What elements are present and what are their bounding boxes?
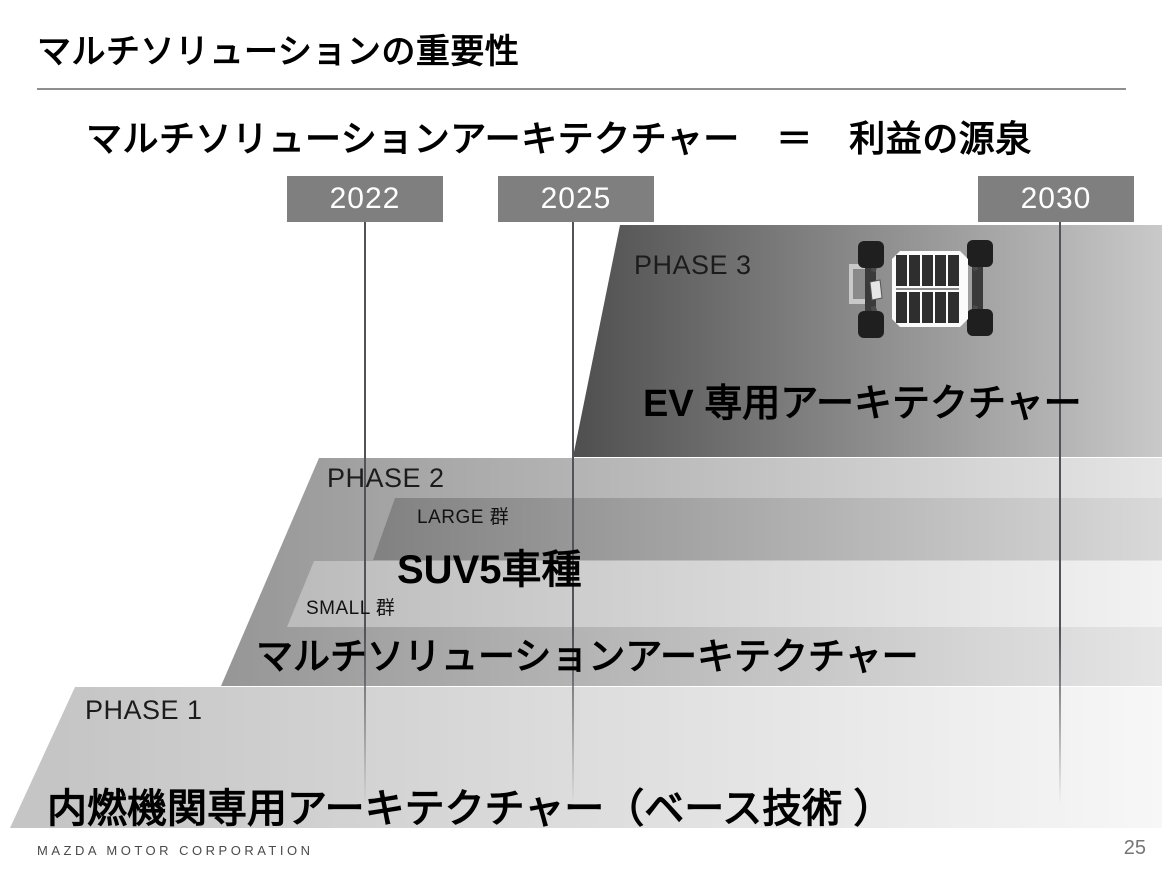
year-line-2022 — [364, 222, 366, 804]
large-group-title: SUV5車種 — [397, 548, 582, 592]
large-group-label: LARGE 群 — [417, 507, 510, 528]
phase1-band — [10, 687, 1162, 828]
phase3-title: EV 専用アーキテクチャー — [643, 383, 1082, 425]
phase2-large-subband — [373, 498, 1162, 560]
year-badge-2025: 2025 — [498, 176, 654, 222]
year-line-2025 — [572, 222, 574, 804]
phase1-label: PHASE 1 — [85, 695, 203, 725]
title-divider — [37, 88, 1126, 90]
page-number: 25 — [1123, 837, 1146, 859]
year-badge-2030: 2030 — [978, 176, 1134, 222]
ev-platform-icon — [849, 240, 993, 338]
phase3-label: PHASE 3 — [634, 250, 752, 280]
slide-subtitle: マルチソリューションアーキテクチャー ＝ 利益の源泉 — [86, 118, 1032, 159]
page-title: マルチソリューションの重要性 — [37, 33, 520, 71]
year-badge-2022: 2022 — [287, 176, 443, 222]
phase1-title: 内燃機関専用アーキテクチャー（ベース技術 ） — [47, 787, 894, 831]
phase2-small-subband — [287, 561, 1162, 627]
year-line-2030 — [1059, 222, 1061, 804]
small-group-title: マルチソリューションアーキテクチャー — [256, 636, 919, 677]
phase2-label: PHASE 2 — [327, 463, 445, 493]
footer-company-name: MAZDA MOTOR CORPORATION — [37, 843, 314, 858]
small-group-label: SMALL 群 — [306, 598, 396, 619]
